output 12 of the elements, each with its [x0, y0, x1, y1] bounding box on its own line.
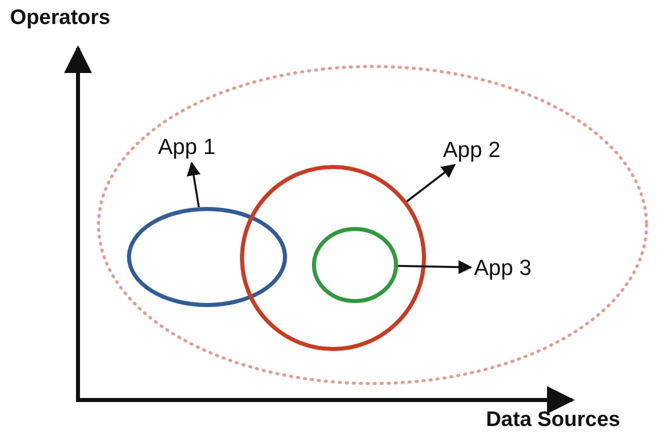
- app-label: App 1: [158, 134, 216, 160]
- axis-label: Operators: [10, 6, 110, 30]
- app-label: App 2: [443, 137, 502, 163]
- arrow: [398, 260, 472, 274]
- circle: [240, 165, 426, 351]
- ellipse: [127, 207, 287, 307]
- dotted-ellipse: [97, 65, 648, 385]
- arrow: [186, 162, 201, 208]
- ellipse: [312, 227, 398, 303]
- axis-label: Data Sources: [486, 408, 620, 432]
- app-label: App 3: [474, 255, 532, 281]
- arrow: [406, 164, 456, 202]
